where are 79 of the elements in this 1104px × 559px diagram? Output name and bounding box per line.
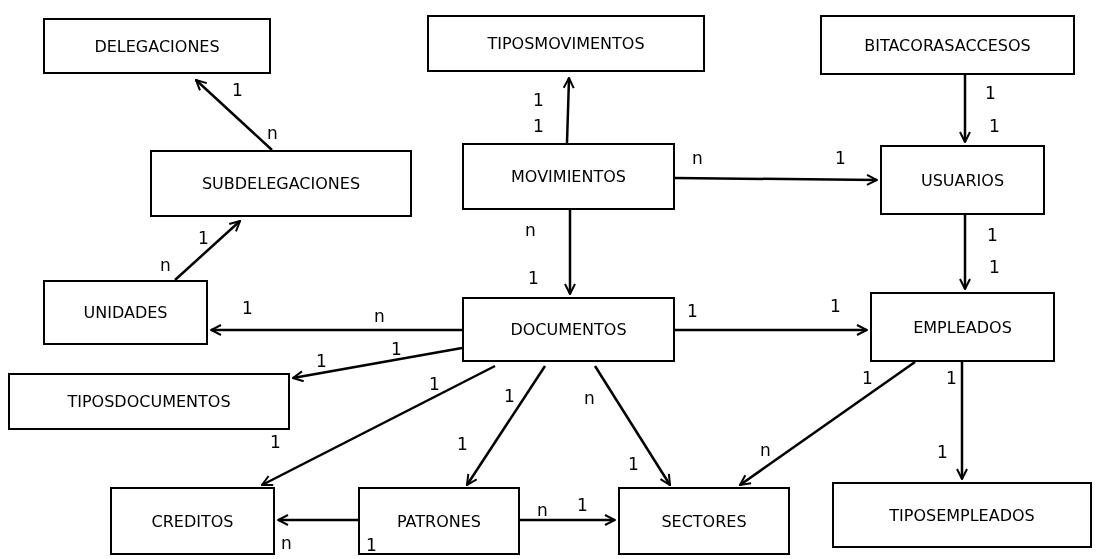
cardinality-label: 1 (242, 300, 253, 317)
cardinality-label: n (374, 308, 385, 325)
cardinality-label: 1 (835, 150, 846, 167)
cardinality-label: n (281, 535, 292, 552)
cardinality-label: 1 (232, 82, 243, 99)
arrow (465, 365, 547, 486)
entity-box (43, 280, 208, 345)
cardinality-label: 1 (316, 353, 327, 370)
cardinality-label: 1 (577, 497, 588, 514)
cardinality-label: 1 (989, 259, 1000, 276)
cardinality-label: 1 (391, 341, 402, 358)
arrow (739, 360, 916, 487)
arrow (956, 362, 968, 480)
entity-box (8, 373, 290, 430)
entity-box (358, 487, 520, 555)
entity-name: TIPOSDOCUMENTOS (67, 392, 231, 411)
arrow (562, 77, 575, 144)
entity-name: EMPLEADOS (913, 317, 1012, 337)
entity-box (462, 297, 675, 362)
arrow (210, 324, 462, 336)
cardinality-label: 1 (937, 444, 948, 461)
arrow (520, 514, 616, 526)
entity-name: DOCUMENTOS (510, 320, 627, 339)
arrow (195, 79, 273, 151)
entity-name: CREDITOS (151, 511, 234, 531)
arrow (292, 346, 463, 383)
arrow (675, 173, 878, 186)
entity-name: SUBDELEGACIONES (201, 174, 361, 193)
cardinality-label: 1 (830, 298, 841, 315)
cardinality-label: n (760, 442, 771, 459)
cardinality-label: 1 (429, 376, 440, 393)
entity-name: TIPOSMOVIMENTOS (487, 34, 645, 53)
entity-box (880, 145, 1045, 215)
cardinality-label: 1 (457, 436, 468, 453)
entity-name: DELEGACIONES (94, 36, 220, 56)
cardinality-label: 1 (987, 227, 998, 244)
cardinality-label: 1 (366, 537, 377, 554)
entity-name: USUARIOS (920, 170, 1005, 190)
arrow (959, 75, 971, 143)
cardinality-label: 1 (198, 230, 209, 247)
cardinality-label: n (584, 390, 595, 407)
entity-box (110, 487, 275, 555)
cardinality-label: 1 (528, 270, 539, 287)
arrow (959, 215, 971, 290)
entity-box (150, 150, 412, 217)
cardinality-label: 1 (533, 92, 544, 109)
arrow (593, 365, 672, 486)
entity-name: SECTORES (661, 511, 747, 531)
cardinality-label: 1 (989, 118, 1000, 135)
entity-name: PATRONES (396, 511, 481, 531)
entity-box (870, 292, 1055, 362)
cardinality-label: n (692, 150, 703, 167)
entity-name: TIPOSEMPLEADOS (889, 505, 1035, 525)
cardinality-label: 1 (628, 456, 639, 473)
cardinality-label: 1 (533, 118, 544, 135)
entity-box (43, 18, 271, 74)
entity-box (618, 487, 790, 555)
cardinality-label: 1 (946, 370, 957, 387)
arrow (261, 364, 496, 487)
entity-name: MOVIMIENTOS (511, 167, 626, 186)
entity-name: BITACORASACCESOS (864, 35, 1031, 55)
cardinality-label: 1 (985, 85, 996, 102)
cardinality-label: 1 (687, 303, 698, 320)
cardinality-label: n (160, 257, 171, 274)
entity-box (820, 15, 1075, 75)
arrow (564, 210, 576, 295)
cardinality-label: 1 (270, 434, 281, 451)
cardinality-label: 1 (504, 388, 515, 405)
entity-box (832, 482, 1092, 548)
cardinality-label: 1 (862, 370, 873, 387)
cardinality-label: n (537, 502, 548, 519)
entity-name: UNIDADES (83, 303, 168, 322)
cardinality-label: n (525, 222, 536, 239)
entity-box (462, 143, 675, 210)
arrow (277, 514, 358, 526)
cardinality-label: n (267, 125, 278, 142)
arrow (675, 324, 868, 336)
arrow (174, 220, 241, 281)
entity-box (427, 15, 705, 72)
